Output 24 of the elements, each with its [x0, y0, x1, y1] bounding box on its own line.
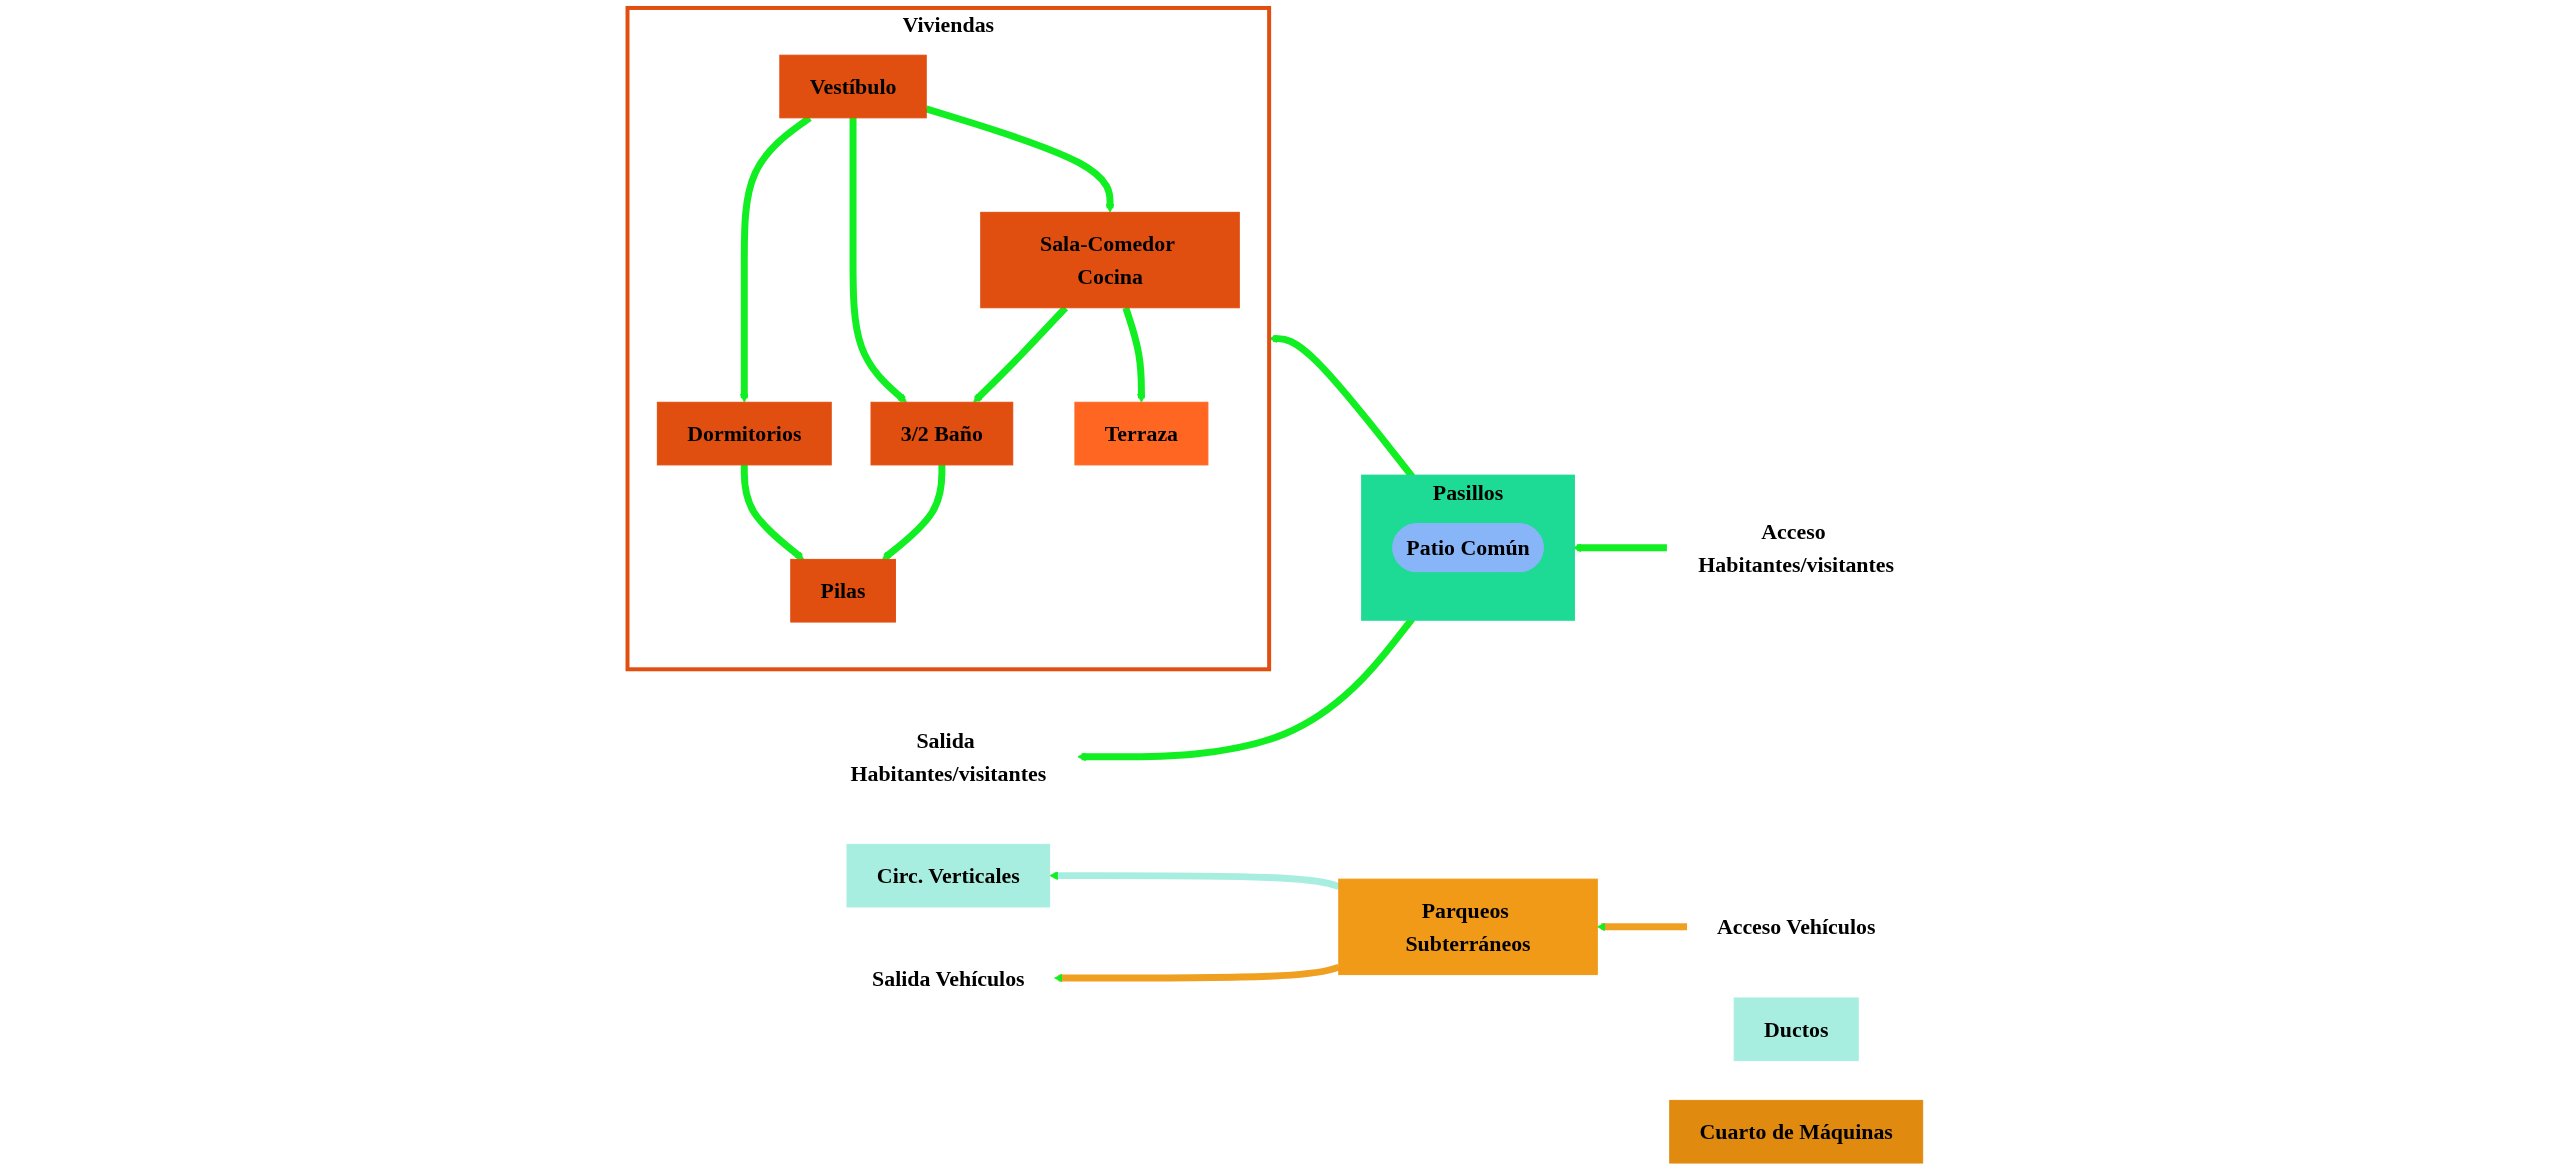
node-box	[779, 54, 927, 119]
node-text: Acceso Habitantes/visitantes	[1698, 518, 1895, 577]
arrow	[882, 464, 946, 560]
node-box	[846, 843, 1051, 908]
node-text: Acceso Vehículos	[1716, 914, 1876, 940]
arrow	[740, 464, 805, 560]
arrow	[1054, 963, 1340, 983]
arrow	[849, 117, 907, 403]
arrow	[1122, 306, 1146, 403]
cluster	[1361, 474, 1575, 621]
node-box	[1338, 878, 1598, 976]
cluster	[625, 5, 1272, 672]
node-text: Salida Vehículos	[872, 965, 1025, 991]
node-box	[656, 401, 832, 466]
node-box	[790, 558, 896, 623]
node-box	[1074, 401, 1209, 466]
arrow	[1049, 871, 1340, 890]
node-box	[980, 211, 1240, 309]
node-text: Salida Habitantes/visitantes	[850, 727, 1047, 786]
node-box	[1733, 997, 1859, 1062]
arrow	[925, 105, 1115, 213]
node-box	[1669, 1099, 1924, 1164]
arrow	[1596, 922, 1688, 932]
node-box	[870, 401, 1014, 466]
